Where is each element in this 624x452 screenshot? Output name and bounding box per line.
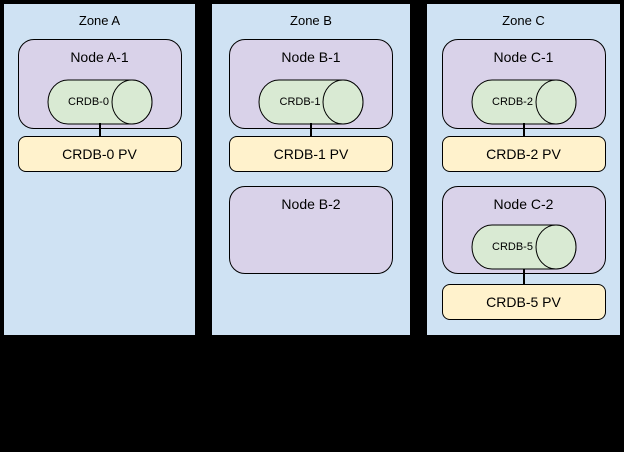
cylinder-shape xyxy=(258,79,364,125)
pv-crdb-1-label: CRDB-1 PV xyxy=(273,146,349,162)
pv-crdb-5-label: CRDB-5 PV xyxy=(486,294,561,310)
cylinder-shape xyxy=(47,79,152,125)
pv-crdb-0: CRDB-0 PV xyxy=(17,136,182,172)
node-c2-label: Node C-2 xyxy=(493,196,554,212)
pv-crdb-0-label: CRDB-0 PV xyxy=(62,146,137,162)
node-b2-label: Node B-2 xyxy=(281,196,341,212)
connector-a1-pv xyxy=(98,123,101,137)
zone-c-label: Zone C xyxy=(502,13,545,28)
crdb-2-label: CRDB-2 xyxy=(492,96,533,108)
node-a1: Node A-1 CRDB-0 xyxy=(17,39,182,129)
zone-b-label: Zone B xyxy=(290,13,332,28)
crdb-1-label: CRDB-1 xyxy=(279,96,321,108)
zone-a-label: Zone A xyxy=(78,13,121,28)
zone-c: Zone C Node C-1 CRDB-2 CRDB-2 PV Node C-… xyxy=(426,3,621,336)
connector-c1-pv xyxy=(522,123,525,137)
node-c1: Node C-1 CRDB-2 xyxy=(441,39,606,129)
crdb-2-cylinder-icon: CRDB-2 xyxy=(471,79,577,125)
node-a1-label: Node A-1 xyxy=(70,49,129,65)
connector-c2-pv xyxy=(522,269,525,285)
node-b1-label: Node B-1 xyxy=(281,49,341,65)
crdb-1-cylinder-icon: CRDB-1 xyxy=(258,79,364,125)
crdb-0-label: CRDB-0 xyxy=(68,96,109,108)
pv-crdb-5: CRDB-5 PV xyxy=(441,284,606,320)
node-c2: Node C-2 CRDB-5 xyxy=(441,186,606,274)
zone-b: Zone B Node B-1 CRDB-1 CRDB-1 PV Node B-… xyxy=(211,3,411,336)
crdb-5-label: CRDB-5 xyxy=(492,241,533,253)
pv-crdb-2: CRDB-2 PV xyxy=(441,136,606,172)
cylinder-shape xyxy=(471,224,576,270)
zone-a: Zone A Node A-1 CRDB-0 CRDB-0 PV xyxy=(3,3,196,336)
node-b2: Node B-2 xyxy=(229,186,393,274)
pv-crdb-2-label: CRDB-2 PV xyxy=(486,146,561,162)
crdb-0-cylinder-icon: CRDB-0 xyxy=(47,79,153,125)
connector-b1-pv xyxy=(310,123,312,137)
node-b1: Node B-1 CRDB-1 xyxy=(229,39,393,129)
crdb-5-cylinder-icon: CRDB-5 xyxy=(471,224,577,270)
node-c1-label: Node C-1 xyxy=(493,49,554,65)
cylinder-shape xyxy=(471,79,576,125)
pv-crdb-1: CRDB-1 PV xyxy=(229,136,393,172)
